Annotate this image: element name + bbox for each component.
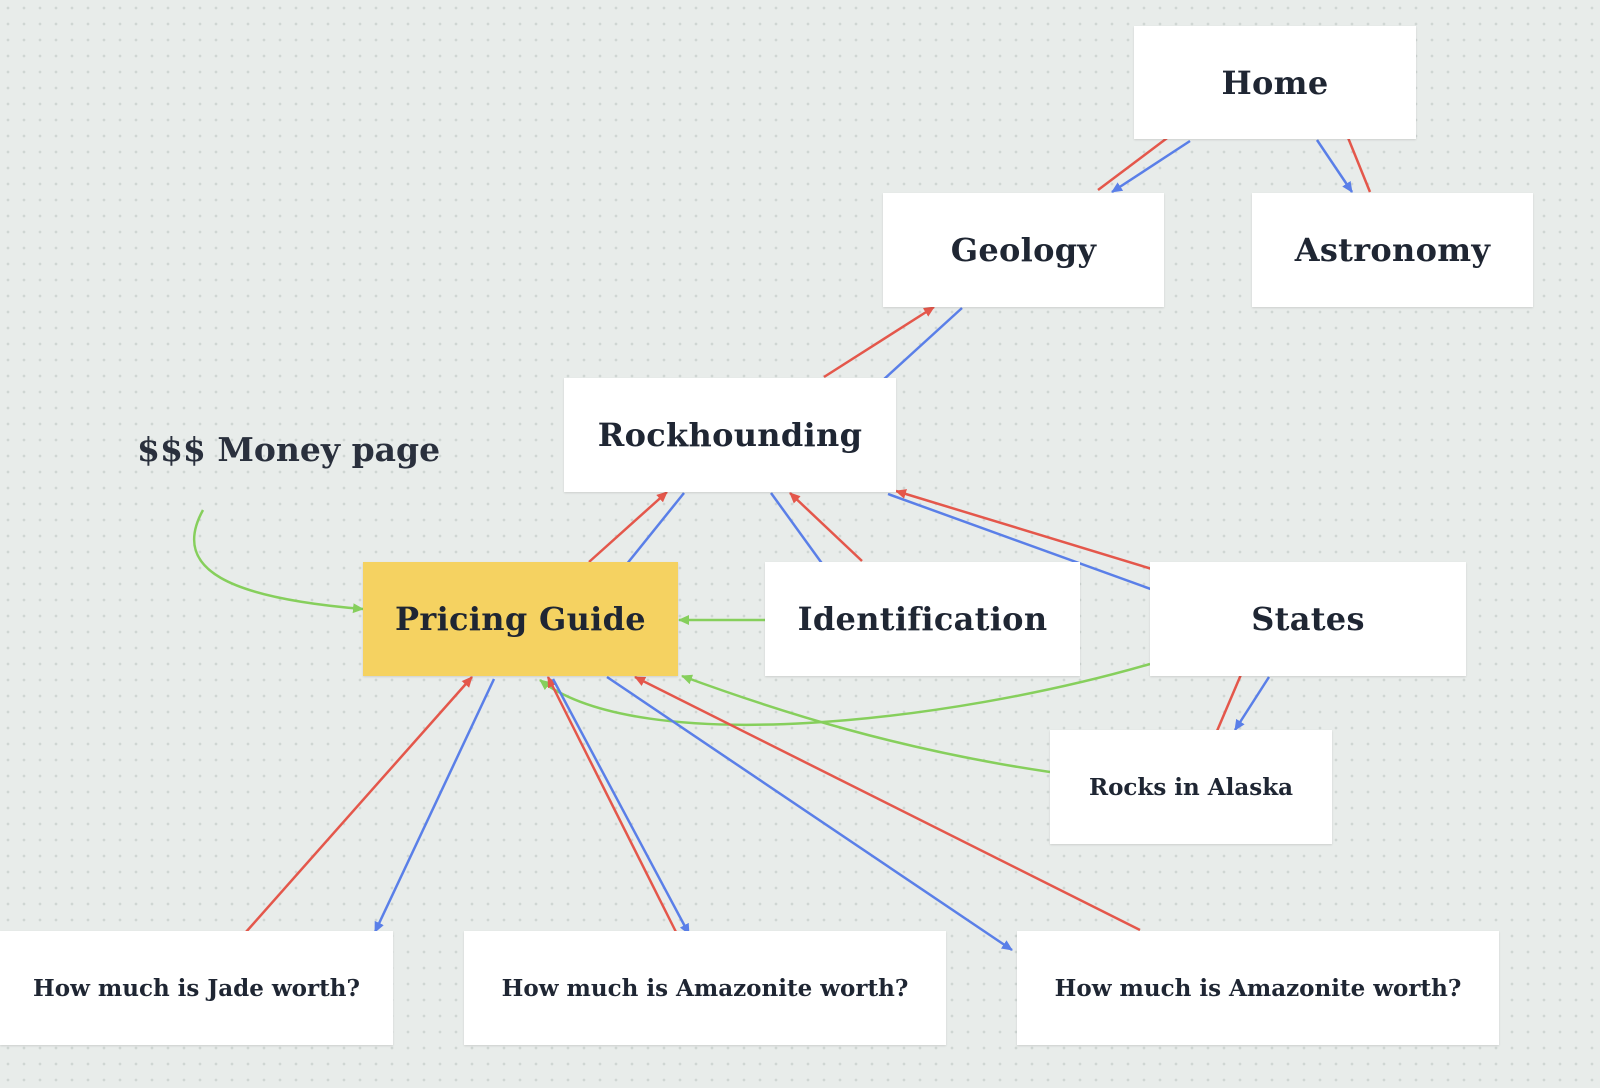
node-rocks-in-alaska-label: Rocks in Alaska [1088,773,1294,801]
edge-home-to-geology [1111,139,1191,194]
edge-pricing-to-amazonite1 [551,678,691,935]
edge-states-to-pricing [539,662,1151,727]
edge-alaska-to-pricing [681,674,1051,774]
node-astronomy-label: Astronomy [1294,231,1491,269]
node-amazonite-1-label: How much is Amazonite worth? [501,974,909,1002]
edge-states-to-alaska [1233,676,1271,731]
node-home-label: Home [1221,63,1329,102]
node-geology-label: Geology [950,231,1097,269]
node-astronomy[interactable]: Astronomy [1252,193,1533,307]
node-rocks-in-alaska[interactable]: Rocks in Alaska [1050,730,1332,844]
edge-pricing-to-rockhounding [588,491,668,563]
node-pricing-guide-label: Pricing Guide [395,600,646,638]
node-jade[interactable]: How much is Jade worth? [0,931,393,1045]
node-amazonite-2-label: How much is Amazonite worth? [1054,974,1462,1002]
edge-money-to-pricing [192,509,364,614]
node-home[interactable]: Home [1134,26,1416,139]
node-rockhounding[interactable]: Rockhounding [564,378,896,492]
edge-rockhounding-to-pricing [625,492,685,566]
edge-amazonite2-to-pricing [634,675,1141,932]
money-page-annotation: $$$ Money page [137,430,441,469]
edge-identification-to-rockhounding [789,492,863,562]
edge-pricing-to-jade [373,678,496,933]
node-states[interactable]: States [1150,562,1466,676]
node-amazonite-2[interactable]: How much is Amazonite worth? [1017,931,1499,1045]
edge-jade-to-pricing [245,676,473,933]
node-states-label: States [1251,600,1365,638]
node-pricing-guide[interactable]: Pricing Guide [363,562,678,676]
node-identification-label: Identification [797,600,1048,638]
node-amazonite-1[interactable]: How much is Amazonite worth? [464,931,946,1045]
edge-rockhounding-to-geology [823,305,935,379]
node-rockhounding-label: Rockhounding [597,416,863,454]
edge-amazonite1-to-pricing [546,676,678,933]
edge-pricing-to-amazonite2 [606,675,1013,952]
edge-rockhounding-to-states [887,492,1171,598]
node-jade-label: How much is Jade worth? [33,974,360,1002]
node-geology[interactable]: Geology [883,193,1164,307]
node-identification[interactable]: Identification [765,562,1080,676]
edge-states-to-rockhounding [895,489,1153,571]
edge-home-to-astronomy [1315,139,1354,193]
